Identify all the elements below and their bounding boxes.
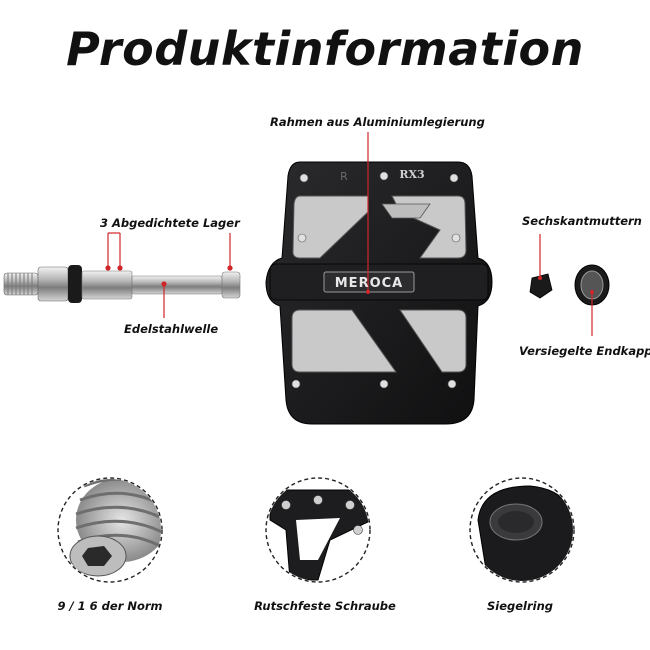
- frame-label: Rahmen aus Aluminiumlegierung: [270, 115, 485, 129]
- axle-label: Edelstahlwelle: [124, 322, 219, 336]
- detail-pins: [265, 477, 371, 583]
- detail-caption-pins: Rutschfeste Schraube: [254, 599, 396, 613]
- detail-caption-thread: 9 / 1 6 der Norm: [57, 599, 163, 613]
- pedal-body: [265, 161, 493, 425]
- pedal-side-text: R: [340, 170, 348, 183]
- hex-nut-label: Sechskantmuttern: [522, 214, 642, 228]
- detail-thread: [57, 477, 163, 583]
- end-cap-label: Versiegelte Endkappe: [519, 344, 650, 358]
- hex-nut: [529, 234, 553, 299]
- axle-leader-lines: [105, 232, 233, 318]
- pedal-brand-text: MEROCA: [335, 276, 403, 291]
- axle-drawing: [3, 265, 241, 303]
- frame-leader-line: [366, 132, 370, 294]
- detail-seal: [469, 477, 575, 583]
- page-title: Produktinformation: [66, 22, 584, 76]
- end-cap: [574, 264, 610, 336]
- detail-caption-seal: Siegelring: [486, 599, 554, 613]
- bearings-label: 3 Abgedichtete Lager: [100, 216, 240, 230]
- pedal-model-text: RX3: [399, 168, 424, 181]
